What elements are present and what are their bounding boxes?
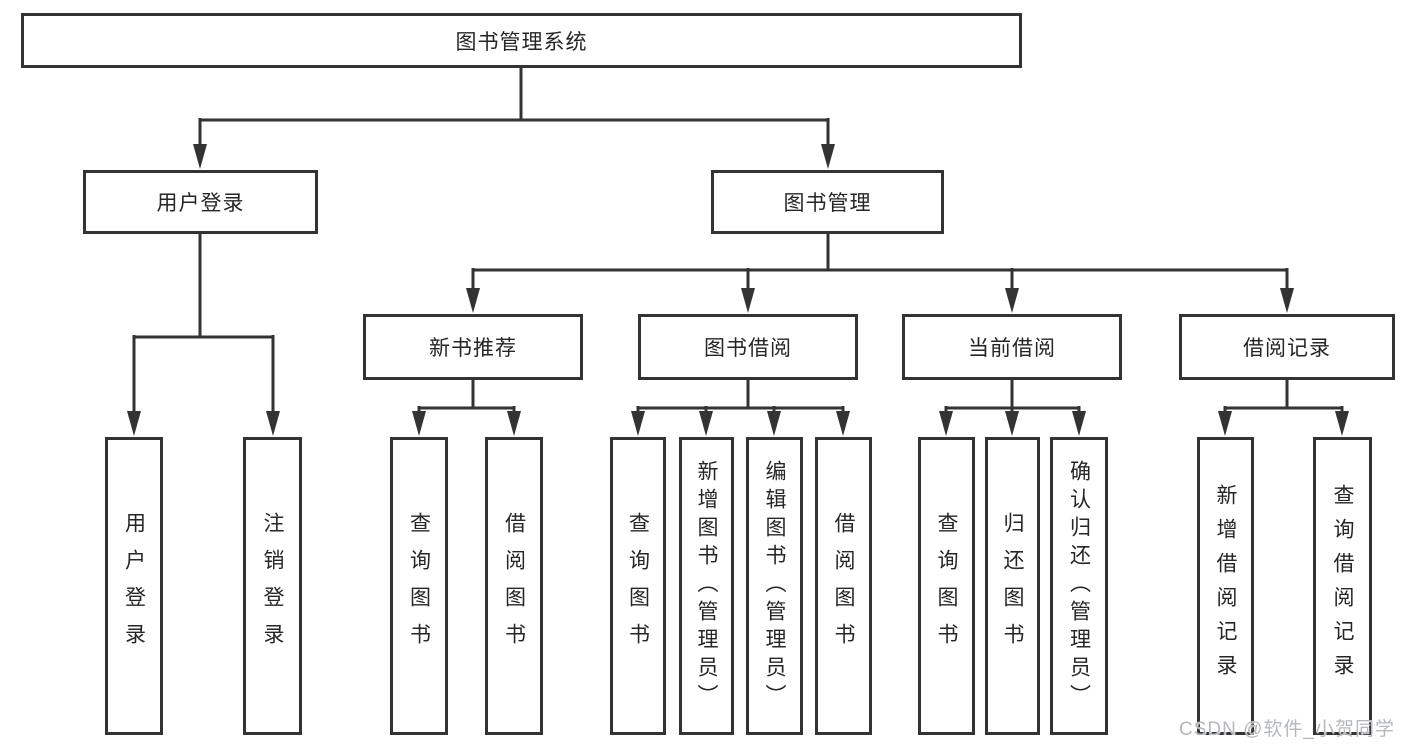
node-confirm-return-admin: 确认归还（管理员）	[1050, 437, 1108, 735]
node-label: 图书借阅	[704, 337, 792, 360]
node-label: 查询借阅记录	[1331, 484, 1354, 688]
node-borrow-books: 借阅图书	[815, 437, 872, 735]
node-label: 图书管理系统	[455, 30, 588, 54]
node-return-books: 归还图书	[985, 437, 1040, 735]
node-library-system: 图书管理系统	[21, 13, 1022, 68]
node-label: 查询图书	[407, 512, 431, 660]
csdn-watermark: CSDN @软件_小贺同学	[1179, 719, 1395, 740]
node-label: 当前借阅	[968, 337, 1056, 360]
node-label: 借阅图书	[502, 512, 526, 660]
node-user-login-group: 用户登录	[83, 170, 318, 234]
node-edit-books-admin: 编辑图书（管理员）	[746, 437, 803, 735]
node-borrowing-records: 借阅记录	[1179, 314, 1395, 380]
node-label: 借阅图书	[832, 512, 855, 660]
node-label: 归还图书	[1001, 512, 1024, 660]
node-query-books-current: 查询图书	[918, 437, 975, 735]
node-label: 新增图书（管理员）	[695, 460, 718, 712]
node-book-borrowing: 图书借阅	[638, 314, 858, 380]
node-label: 新增借阅记录	[1214, 484, 1237, 688]
node-current-borrowing: 当前借阅	[902, 314, 1122, 380]
node-label: 注销登录	[261, 512, 284, 660]
node-label: 确认归还（管理员）	[1067, 460, 1091, 712]
node-query-borrow-record: 查询借阅记录	[1313, 437, 1372, 735]
node-label: 借阅记录	[1243, 337, 1331, 360]
node-label: 编辑图书（管理员）	[763, 460, 786, 712]
node-query-books-recommend: 查询图书	[390, 437, 448, 735]
node-query-books-borrow: 查询图书	[610, 437, 666, 735]
node-label: 用户登录	[156, 192, 245, 215]
node-label: 新书推荐	[429, 337, 517, 360]
node-add-borrow-record: 新增借阅记录	[1197, 437, 1254, 735]
node-label: 查询图书	[626, 512, 650, 660]
node-add-books-admin: 新增图书（管理员）	[679, 437, 734, 735]
node-borrow-books-recommend: 借阅图书	[485, 437, 543, 735]
node-book-management: 图书管理	[711, 170, 944, 234]
node-new-book-recommend: 新书推荐	[363, 314, 583, 380]
node-label: 查询图书	[935, 512, 958, 660]
node-user-login: 用户登录	[105, 437, 163, 735]
node-label: 图书管理	[783, 192, 872, 215]
node-label: 用户登录	[122, 512, 146, 660]
node-logout: 注销登录	[243, 437, 302, 735]
